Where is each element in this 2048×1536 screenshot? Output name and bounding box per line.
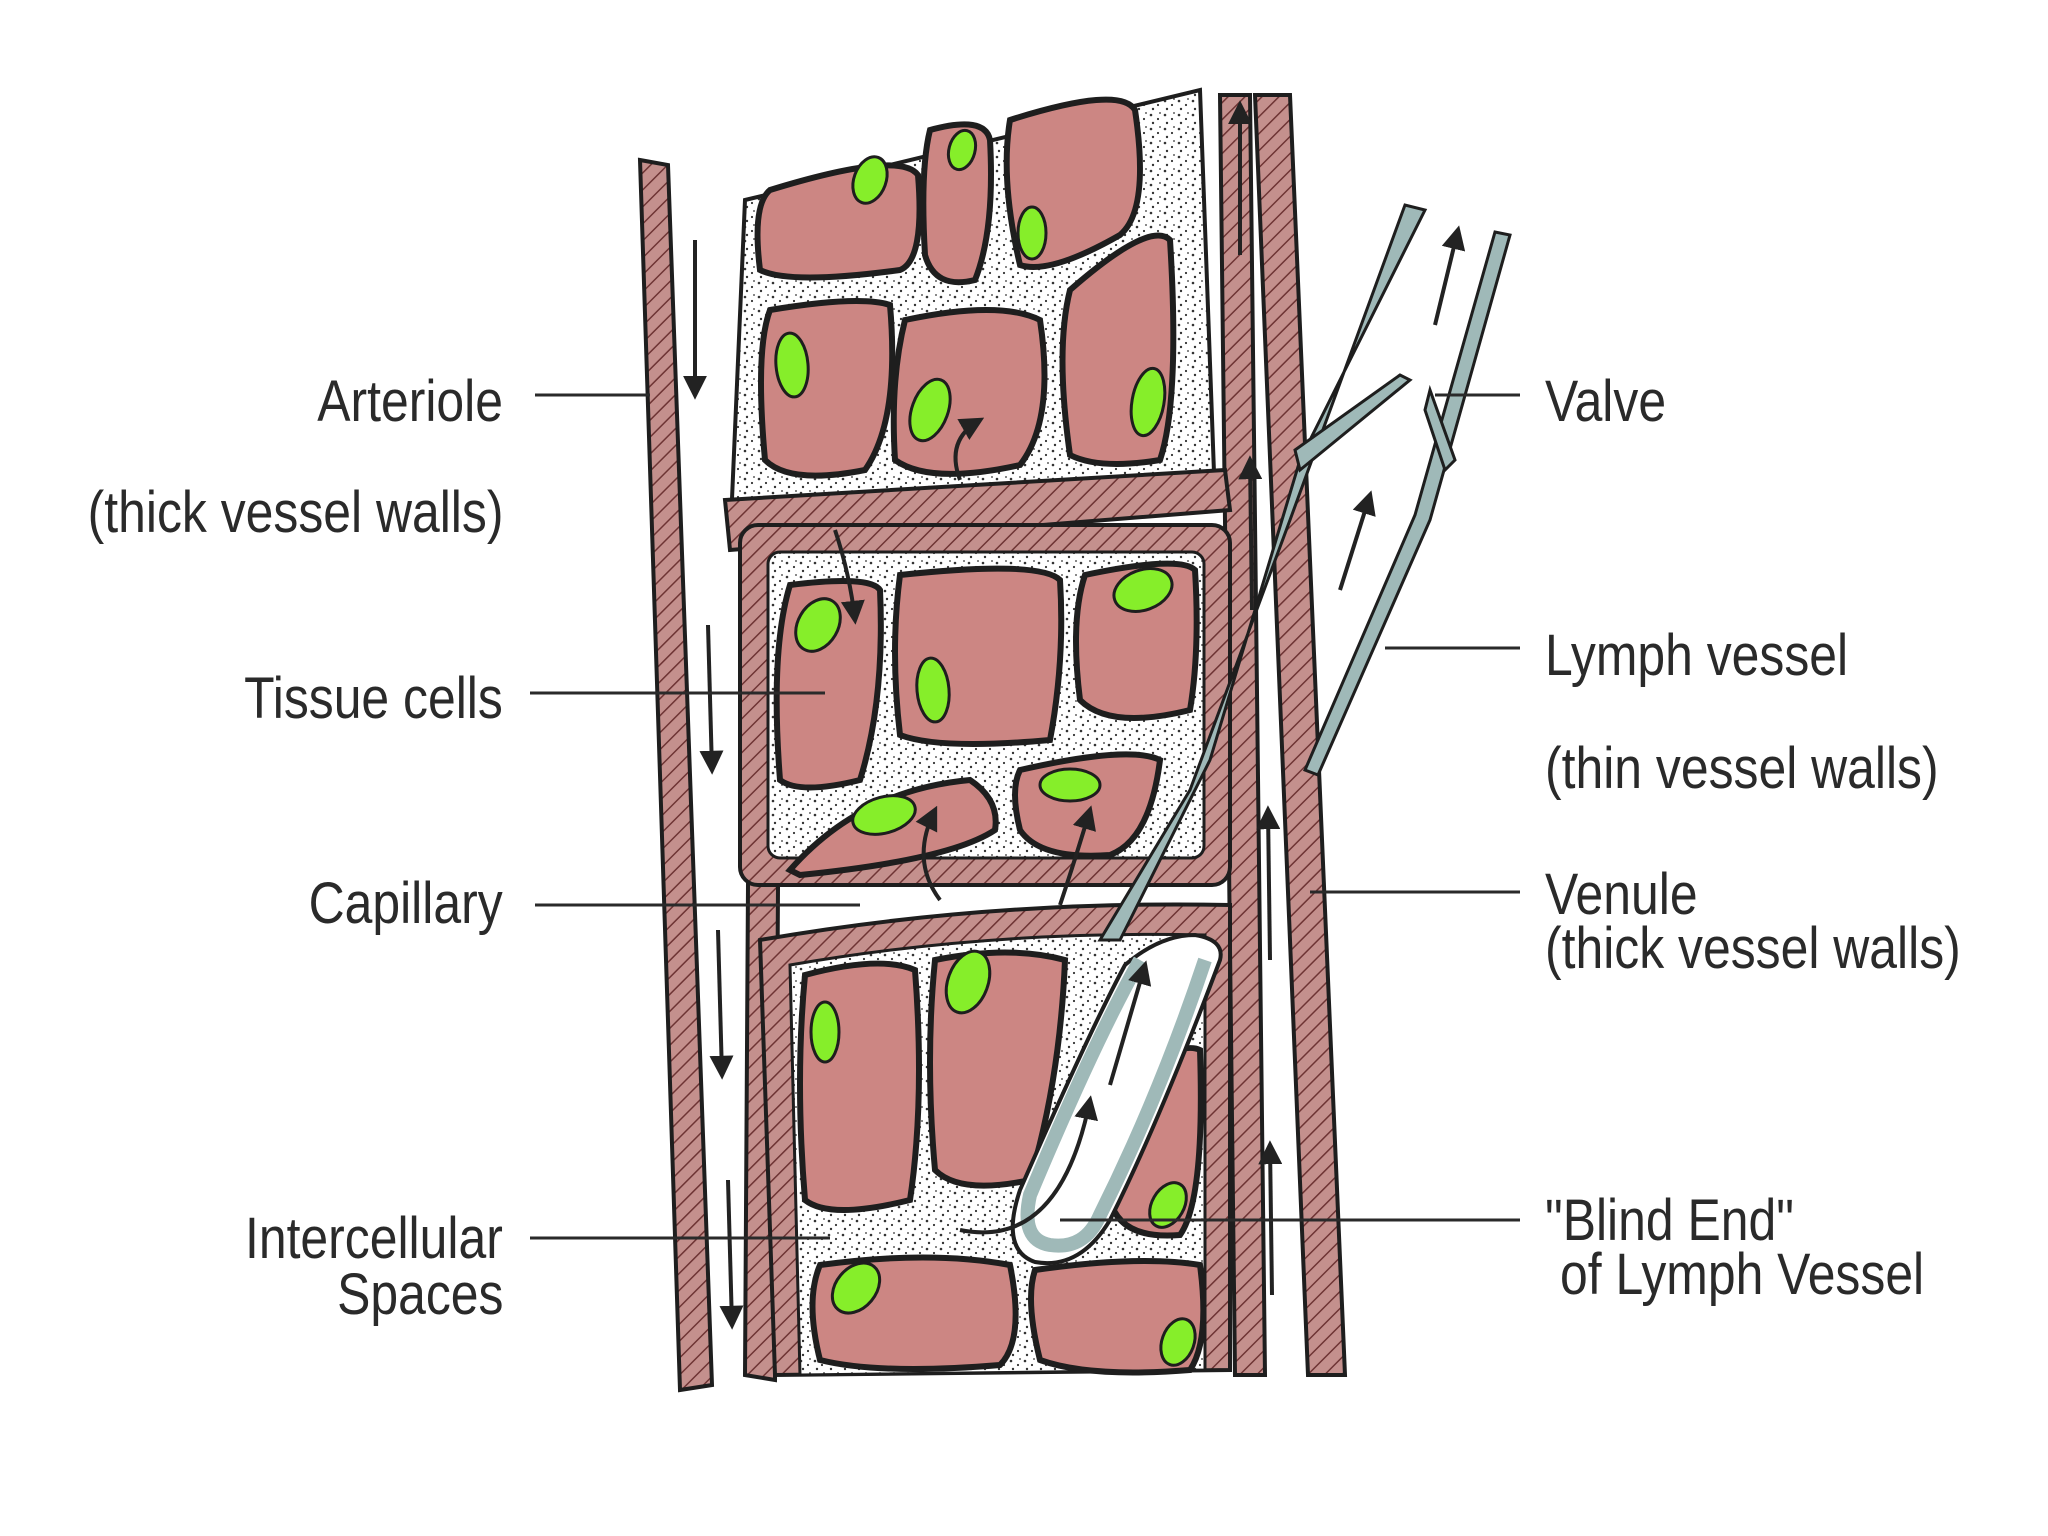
- lymph-arrow: [1338, 490, 1376, 591]
- label-tissue-cells: Tissue cells: [244, 666, 503, 731]
- label-valve: Valve: [1545, 369, 1667, 434]
- label-lymph-vessel: Lymph vessel: [1545, 623, 1849, 688]
- cell: [890, 307, 1048, 477]
- leader-lines: [530, 393, 1520, 1240]
- label-capillary: Capillary: [308, 871, 503, 936]
- diffusion-arrow: [833, 529, 865, 625]
- lymph-vessel: [1010, 203, 1512, 1266]
- nuclei: [774, 128, 1197, 1367]
- diffusion-arrow: [915, 805, 942, 902]
- label-intercellular: Intercellular: [245, 1206, 503, 1271]
- cell: [920, 121, 994, 286]
- lymph-arrow: [959, 1095, 1098, 1235]
- lymph-arrow: [1433, 225, 1466, 326]
- cell: [758, 298, 896, 479]
- label-arteriole-note: (thick vessel walls): [87, 480, 503, 545]
- diffusion-arrow: [1058, 805, 1096, 906]
- venule-arrow: [1256, 805, 1281, 961]
- cell: [1073, 560, 1200, 721]
- label-venule-note: (thick vessel walls): [1545, 916, 1961, 981]
- label-venule: Venule: [1545, 862, 1698, 927]
- diffusion-arrow: [953, 417, 985, 481]
- label-lymph-note: (thin vessel walls): [1545, 736, 1939, 801]
- lymph-arrow: [1108, 960, 1152, 1086]
- label-of-lymph-vessel: of Lymph Vessel: [1560, 1242, 1925, 1307]
- arteriole-arrow: [699, 624, 724, 775]
- label-blind-end: "Blind End": [1545, 1188, 1794, 1253]
- cell: [754, 162, 923, 281]
- flow-arrows: [683, 100, 1466, 1330]
- arteriole-arrow: [719, 1179, 744, 1330]
- label-spaces: Spaces: [336, 1262, 503, 1327]
- venule-arrow: [1238, 455, 1263, 611]
- cell: [892, 565, 1065, 747]
- cell: [797, 960, 922, 1213]
- arteriole-arrow: [709, 929, 734, 1080]
- label-arteriole: Arteriole: [317, 369, 503, 434]
